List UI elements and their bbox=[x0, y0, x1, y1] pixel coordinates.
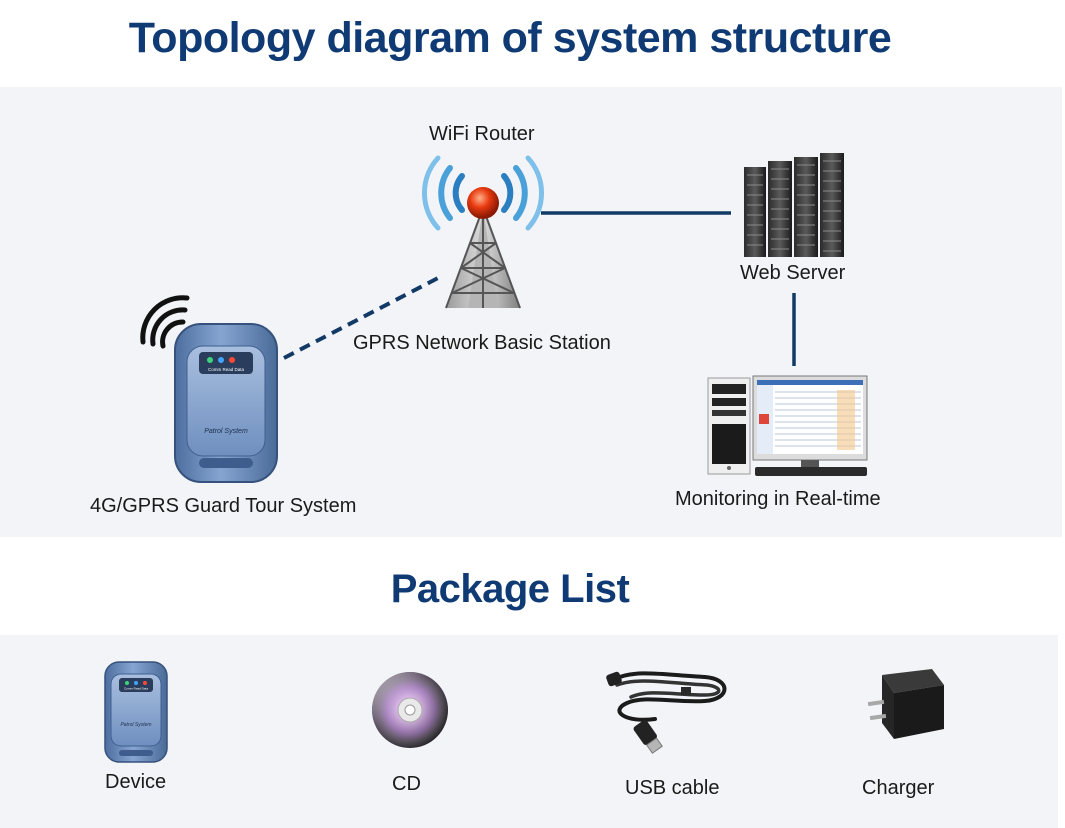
wifi-tower-icon bbox=[422, 155, 544, 309]
package-item-device-label: Device bbox=[105, 771, 167, 793]
usb-cable-icon bbox=[606, 671, 727, 754]
server-label: Web Server bbox=[740, 262, 846, 284]
package-item-cd-label: CD bbox=[392, 773, 421, 795]
svg-text:Comm Read Data: Comm Read Data bbox=[208, 367, 245, 372]
svg-text:Patrol System: Patrol System bbox=[120, 722, 151, 728]
package-title: Package List bbox=[390, 567, 630, 611]
page-title: Topology diagram of system structure bbox=[128, 14, 892, 62]
router-label: WiFi Router bbox=[429, 123, 535, 145]
charger-icon bbox=[867, 669, 944, 739]
monitor-label: Monitoring in Real-time bbox=[675, 488, 881, 510]
package-panel bbox=[0, 635, 1058, 828]
svg-text:Comm Read Data: Comm Read Data bbox=[124, 687, 148, 691]
package-item-charger-label: Charger bbox=[862, 777, 935, 799]
server-rack-icon bbox=[744, 153, 844, 257]
network-links bbox=[283, 211, 796, 366]
svg-text:Patrol System: Patrol System bbox=[204, 428, 248, 435]
computer-monitor-icon bbox=[707, 375, 868, 476]
cd-icon bbox=[372, 672, 448, 748]
station-label: GPRS Network Basic Station bbox=[353, 332, 611, 354]
guard-tour-device-icon: Comm Read Data Patrol System bbox=[140, 295, 278, 483]
device-label: 4G/GPRS Guard Tour System bbox=[90, 495, 357, 517]
dashed-link-device-station bbox=[283, 275, 441, 360]
package-item-usb-label: USB cable bbox=[625, 777, 720, 799]
device-icon: Comm Read Data Patrol System bbox=[104, 661, 168, 763]
